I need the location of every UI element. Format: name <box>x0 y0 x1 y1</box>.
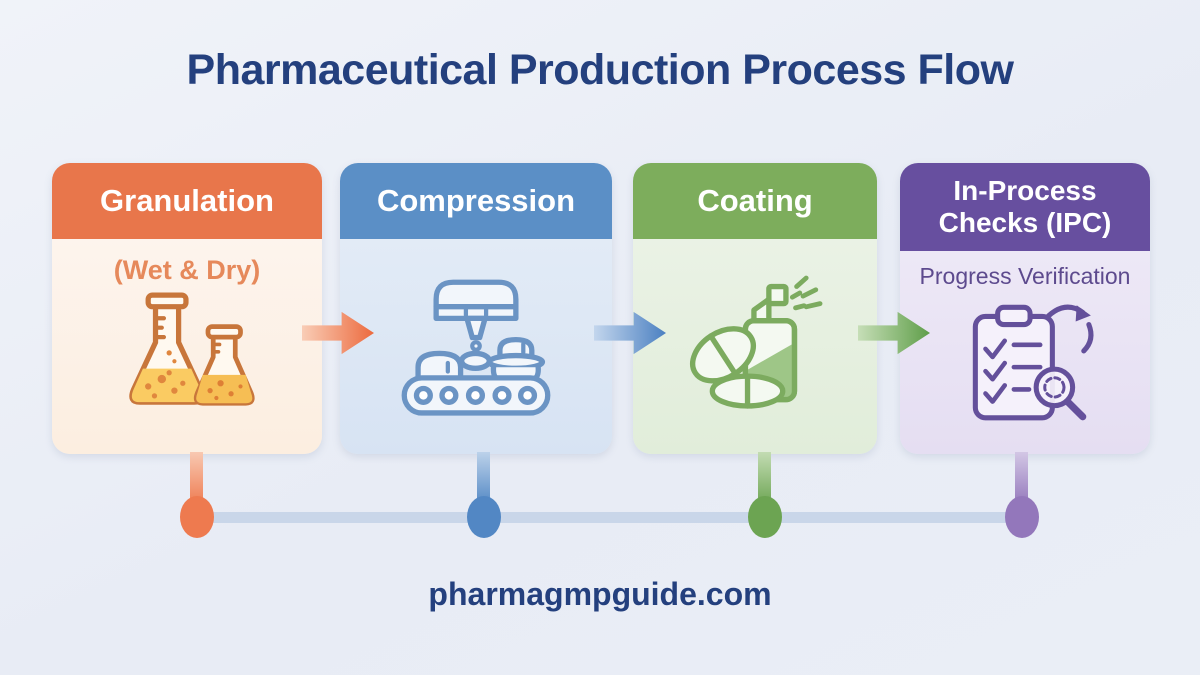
timeline-stem-coating <box>758 452 771 506</box>
step-card-ipc: In-Process Checks (IPC) Progress Verific… <box>900 163 1150 454</box>
clipboard-checklist-magnifier-icon <box>972 304 1094 421</box>
card-body-granulation: (Wet & Dry) <box>52 239 322 454</box>
card-title-coating: Coating <box>697 183 813 218</box>
step-card-granulation: Granulation (Wet & Dry) <box>52 163 322 454</box>
timeline-dot-ipc <box>1005 496 1039 538</box>
card-body-coating <box>633 239 877 454</box>
card-title-ipc: In-Process Checks (IPC) <box>938 175 1112 238</box>
card-body-ipc: Progress Verification <box>900 251 1150 454</box>
card-header-compression: Compression <box>340 163 612 239</box>
timeline-dot-granulation <box>180 496 214 538</box>
spray-can-tablets-icon <box>690 275 823 409</box>
timeline-stem-compression <box>477 452 490 506</box>
card-header-granulation: Granulation <box>52 163 322 239</box>
card-subtitle-ipc: Progress Verification <box>919 263 1131 289</box>
tablet-press-conveyor-icon <box>401 279 551 416</box>
flasks-icon <box>129 292 255 406</box>
page-title: Pharmaceutical Production Process Flow <box>186 46 1014 94</box>
card-body-compression <box>340 239 612 454</box>
card-subtitle-granulation: (Wet & Dry) <box>113 255 261 285</box>
step-card-compression: Compression <box>340 163 612 454</box>
card-title-granulation: Granulation <box>100 183 274 218</box>
timeline-stem-granulation <box>190 452 203 506</box>
timeline-bar <box>197 512 1022 523</box>
timeline-stem-ipc <box>1015 452 1028 506</box>
timeline-dot-compression <box>467 496 501 538</box>
card-title-compression: Compression <box>376 183 576 218</box>
card-header-coating: Coating <box>633 163 877 239</box>
card-header-ipc: In-Process Checks (IPC) <box>900 163 1150 251</box>
timeline-dot-coating <box>748 496 782 538</box>
website-url: pharmagmpguide.com <box>428 576 772 612</box>
step-card-coating: Coating <box>633 163 877 454</box>
